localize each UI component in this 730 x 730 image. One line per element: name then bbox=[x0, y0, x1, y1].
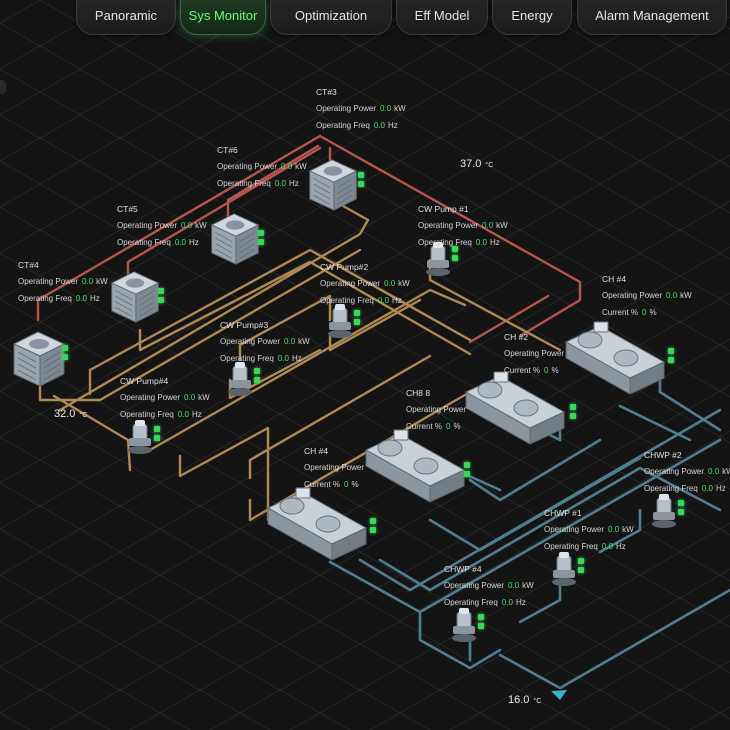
temp-readout-cooling: 32.0°C bbox=[54, 408, 88, 420]
pump-icon[interactable] bbox=[450, 606, 478, 642]
tab-sys-monitor[interactable]: Sys Monitor bbox=[180, 0, 266, 35]
chiller-icon[interactable] bbox=[460, 368, 570, 448]
status-indicators bbox=[258, 230, 264, 248]
flow-arrow-icon bbox=[551, 690, 567, 700]
tab-eff-model[interactable]: Eff Model bbox=[396, 0, 488, 35]
chiller-2-readout: CH #2 Operating Power Current %0% bbox=[504, 332, 565, 375]
pump-icon[interactable] bbox=[126, 418, 154, 454]
pump-icon[interactable] bbox=[650, 492, 678, 528]
pump-icon[interactable] bbox=[424, 240, 452, 276]
temp-readout-chilled: 16.0°C bbox=[508, 694, 542, 706]
pump-icon[interactable] bbox=[550, 550, 578, 586]
status-indicators bbox=[354, 310, 360, 328]
pump-icon[interactable] bbox=[326, 302, 354, 338]
top-navigation: Panoramic Sys Monitor Optimization Eff M… bbox=[0, 0, 730, 38]
status-indicators bbox=[678, 500, 684, 518]
status-indicators bbox=[452, 246, 458, 264]
cooling-tower-icon[interactable] bbox=[108, 270, 162, 324]
status-indicators bbox=[464, 462, 470, 480]
chiller-icon[interactable] bbox=[560, 318, 670, 398]
tab-alarm-management[interactable]: Alarm Management bbox=[577, 0, 727, 35]
status-indicators bbox=[578, 558, 584, 576]
status-indicators bbox=[370, 518, 376, 536]
status-indicators bbox=[254, 368, 260, 386]
status-indicators bbox=[358, 172, 364, 190]
chiller-icon[interactable] bbox=[262, 484, 372, 564]
side-panel-toggle[interactable] bbox=[0, 80, 6, 94]
chiller-icon[interactable] bbox=[360, 426, 470, 506]
status-indicators bbox=[478, 614, 484, 632]
cooling-tower-icon[interactable] bbox=[208, 212, 262, 266]
cooling-tower-icon[interactable] bbox=[306, 158, 360, 212]
chiller-4-readout: CH #4 Operating Power Current %0% bbox=[304, 446, 365, 489]
status-indicators bbox=[154, 426, 160, 444]
pump-icon[interactable] bbox=[226, 360, 254, 396]
tab-optimization[interactable]: Optimization bbox=[270, 0, 392, 35]
status-indicators bbox=[668, 348, 674, 366]
cooling-tower-icon[interactable] bbox=[10, 330, 68, 388]
chiller-3-readout: CH8 8 Operating Power Current %0% bbox=[406, 388, 467, 431]
status-indicators bbox=[158, 288, 164, 306]
tab-energy[interactable]: Energy bbox=[492, 0, 572, 35]
status-indicators bbox=[570, 404, 576, 422]
temp-readout-hot: 37.0°C bbox=[460, 158, 494, 170]
tab-panoramic[interactable]: Panoramic bbox=[76, 0, 176, 35]
status-indicators bbox=[62, 345, 68, 363]
